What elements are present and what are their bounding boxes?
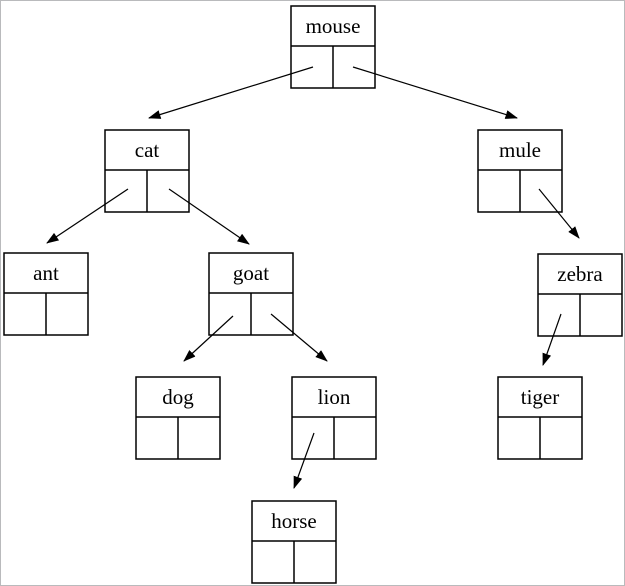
tree-node-horse: horse [251, 500, 337, 584]
edge-cat-left-to-ant [46, 188, 129, 244]
tree-node-mouse: mouse [290, 5, 376, 89]
node-label-cat: cat [135, 138, 160, 162]
node-label-ant: ant [33, 261, 59, 285]
node-label-mouse: mouse [306, 14, 361, 38]
edge-goat-right-to-lion [270, 313, 328, 362]
tree-node-goat: goat [208, 252, 294, 336]
node-label-horse: horse [271, 509, 317, 533]
tree-node-mule: mule [477, 129, 563, 213]
tree-node-dog: dog [135, 376, 221, 460]
node-label-goat: goat [233, 261, 269, 285]
node-label-lion: lion [318, 385, 351, 409]
node-label-tiger: tiger [521, 385, 559, 409]
tree-node-ant: ant [3, 252, 89, 336]
edge-mouse-left-to-cat [148, 66, 314, 119]
node-label-zebra: zebra [557, 262, 603, 286]
node-label-mule: mule [499, 138, 541, 162]
edge-goat-left-to-dog [183, 315, 234, 362]
nodes-layer: mouse cat mule ant goat zebra dog lion tiger hors… [3, 5, 623, 584]
tree-node-lion: lion [291, 376, 377, 460]
edge-mule-right-to-zebra [538, 188, 580, 239]
edges-layer [46, 66, 580, 489]
edge-mouse-right-to-mule [352, 66, 518, 119]
node-label-dog: dog [162, 385, 194, 409]
edge-cat-right-to-goat [168, 188, 250, 245]
tree-node-cat: cat [104, 129, 190, 213]
tree-node-zebra: zebra [537, 253, 623, 337]
edge-lion-left-to-horse [293, 432, 315, 489]
tree-node-tiger: tiger [497, 376, 583, 460]
edge-zebra-left-to-tiger [542, 313, 562, 366]
